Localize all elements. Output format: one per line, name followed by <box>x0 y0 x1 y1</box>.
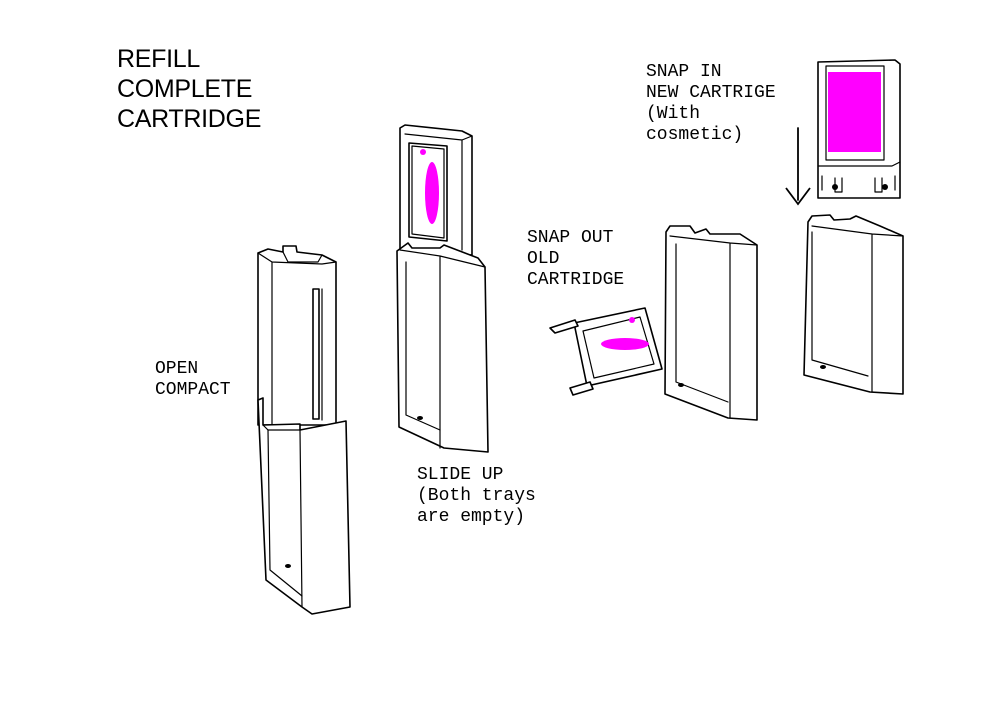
label-line: OPEN <box>155 359 199 379</box>
cosmetic-pan-old <box>601 338 649 350</box>
upper-tray-edges <box>404 133 473 251</box>
snap-in-case-edges <box>811 225 904 393</box>
compact-top-edge <box>257 252 337 265</box>
snap-in-button <box>820 365 826 369</box>
cosmetic-pan-upper <box>425 162 439 224</box>
snap-out-case-edges <box>669 235 758 419</box>
cosmetic-new <box>828 72 881 152</box>
compact-hinge-notch <box>282 251 323 263</box>
snap-out-case <box>664 225 758 421</box>
new-cartridge-window <box>825 65 885 161</box>
clip-hole-left <box>832 184 838 190</box>
down-arrow-head <box>785 187 811 206</box>
label-line: CARTRIDGE <box>527 270 625 290</box>
cosmetic-dot-old <box>629 317 635 323</box>
open-compact-illustration <box>257 245 351 615</box>
snap-in-case-inner <box>811 231 869 377</box>
compact-slide-rail <box>312 288 320 420</box>
slide-button <box>417 416 423 420</box>
label-line: are empty) <box>417 507 526 527</box>
snap-out-illustration <box>549 225 758 421</box>
label-snap-out: SNAP OUT OLD CARTRIDGE <box>527 228 624 291</box>
title-line: COMPLETE <box>117 75 253 103</box>
snap-in-case <box>803 214 904 395</box>
label-line: cosmetic) <box>646 125 744 145</box>
label-line: (Both trays <box>417 486 536 506</box>
clip-hole-right <box>882 184 888 190</box>
cosmetic-dot-upper <box>420 149 426 155</box>
label-line: OLD <box>527 249 560 269</box>
label-line: COMPACT <box>155 380 231 400</box>
label-snap-in: SNAP IN NEW CARTRIGE (With cosmetic) <box>646 62 776 146</box>
snap-out-button <box>678 383 684 387</box>
label-line: SNAP IN <box>646 62 722 82</box>
title-line: CARTRIDGE <box>117 105 262 133</box>
diagram-title: REFILL COMPLETE CARTRIDGE <box>117 44 261 134</box>
slide-lower-case <box>396 242 489 453</box>
compact-lower-inner <box>267 429 303 597</box>
label-line: NEW CARTRIGE <box>646 83 776 103</box>
label-open-compact: OPEN COMPACT <box>155 359 231 401</box>
new-cartridge-clips <box>821 175 896 193</box>
title-line: REFILL <box>117 45 200 73</box>
compact-lower-corner <box>299 429 303 608</box>
label-line: SLIDE UP <box>417 465 504 485</box>
slide-up-illustration <box>396 124 489 453</box>
old-cartridge-pan <box>582 316 655 379</box>
snap-in-illustration <box>785 59 904 395</box>
slide-lower-edges <box>399 249 486 449</box>
label-line: SNAP OUT <box>527 228 614 248</box>
slide-lower-inner <box>405 261 441 431</box>
new-cartridge-base <box>817 161 901 167</box>
label-slide-up: SLIDE UP (Both trays are empty) <box>417 465 536 528</box>
compact-button <box>285 564 291 568</box>
upper-tray-pan-inner <box>411 145 445 239</box>
compact-upper-case <box>257 245 337 426</box>
old-cartridge-tab-bottom <box>569 381 594 396</box>
snap-out-case-inner <box>675 243 729 403</box>
old-cartridge-tab-top <box>549 319 579 334</box>
compact-lower-case <box>257 397 351 615</box>
label-line: (With <box>646 104 701 124</box>
